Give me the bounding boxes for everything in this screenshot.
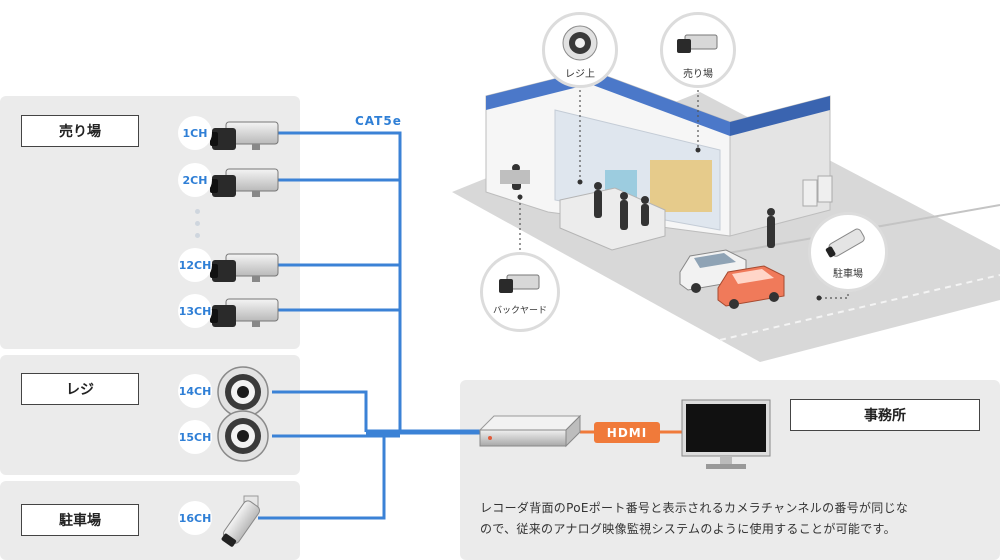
dome-camera-icon <box>217 410 269 462</box>
channel-badge-13: 13CH <box>178 294 212 328</box>
bullet-camera-icon <box>825 228 865 258</box>
ellipsis-dot <box>195 209 200 214</box>
pin-register-top: レジ上 <box>542 12 618 88</box>
channel-badge-2: 2CH <box>178 163 212 197</box>
zone-label-register: レジ <box>21 373 139 405</box>
box-camera-icon <box>677 34 718 53</box>
pin-label-register-top: レジ上 <box>565 69 595 80</box>
explanation-line-1: レコーダ背面のPoEポート番号と表示されるカメラチャンネルの番号が同じな <box>480 501 909 515</box>
box-camera-icon <box>210 253 279 282</box>
box-camera-icon <box>499 274 540 293</box>
zone-label-sales-floor: 売り場 <box>21 115 139 147</box>
pin-parking: 駐車場 <box>808 212 888 292</box>
pin-label-parking: 駐車場 <box>833 269 863 280</box>
explanation-note: レコーダ背面のPoEポート番号と表示されるカメラチャンネルの番号が同じな ので、… <box>480 498 990 540</box>
bullet-camera-icon <box>221 495 261 547</box>
store-illustration <box>452 69 1000 362</box>
ellipsis-dot <box>195 233 200 238</box>
zone-label-parking: 駐車場 <box>21 504 139 536</box>
pin-sales-floor: 売り場 <box>660 12 736 88</box>
cat5e-cables <box>258 131 480 520</box>
dome-camera-icon <box>217 366 269 418</box>
channel-badge-14: 14CH <box>178 374 212 408</box>
channel-badge-12: 12CH <box>178 248 212 282</box>
box-camera-icon <box>210 168 279 197</box>
explanation-line-2: ので、従来のアナログ映像監視システムのように使用することが可能です。 <box>480 522 896 536</box>
box-camera-icon <box>210 121 279 150</box>
hdmi-label: HDMI <box>594 422 660 443</box>
channel-badge-15: 15CH <box>178 420 212 454</box>
box-camera-icon <box>210 298 279 327</box>
channel-badge-1: 1CH <box>178 116 212 150</box>
zone-label-office: 事務所 <box>790 399 980 431</box>
channel-badge-16: 16CH <box>178 501 212 535</box>
pin-backyard: バックヤード <box>480 252 560 332</box>
pin-label-sales-floor: 売り場 <box>683 69 713 80</box>
nvr-recorder-icon <box>478 414 582 448</box>
dome-camera-icon <box>562 25 598 61</box>
ellipsis-dot <box>195 221 200 226</box>
car-orange <box>717 265 785 309</box>
monitor-icon <box>681 399 771 469</box>
cable-type-label: CAT5e <box>355 114 402 128</box>
pin-label-backyard: バックヤード <box>492 306 547 316</box>
